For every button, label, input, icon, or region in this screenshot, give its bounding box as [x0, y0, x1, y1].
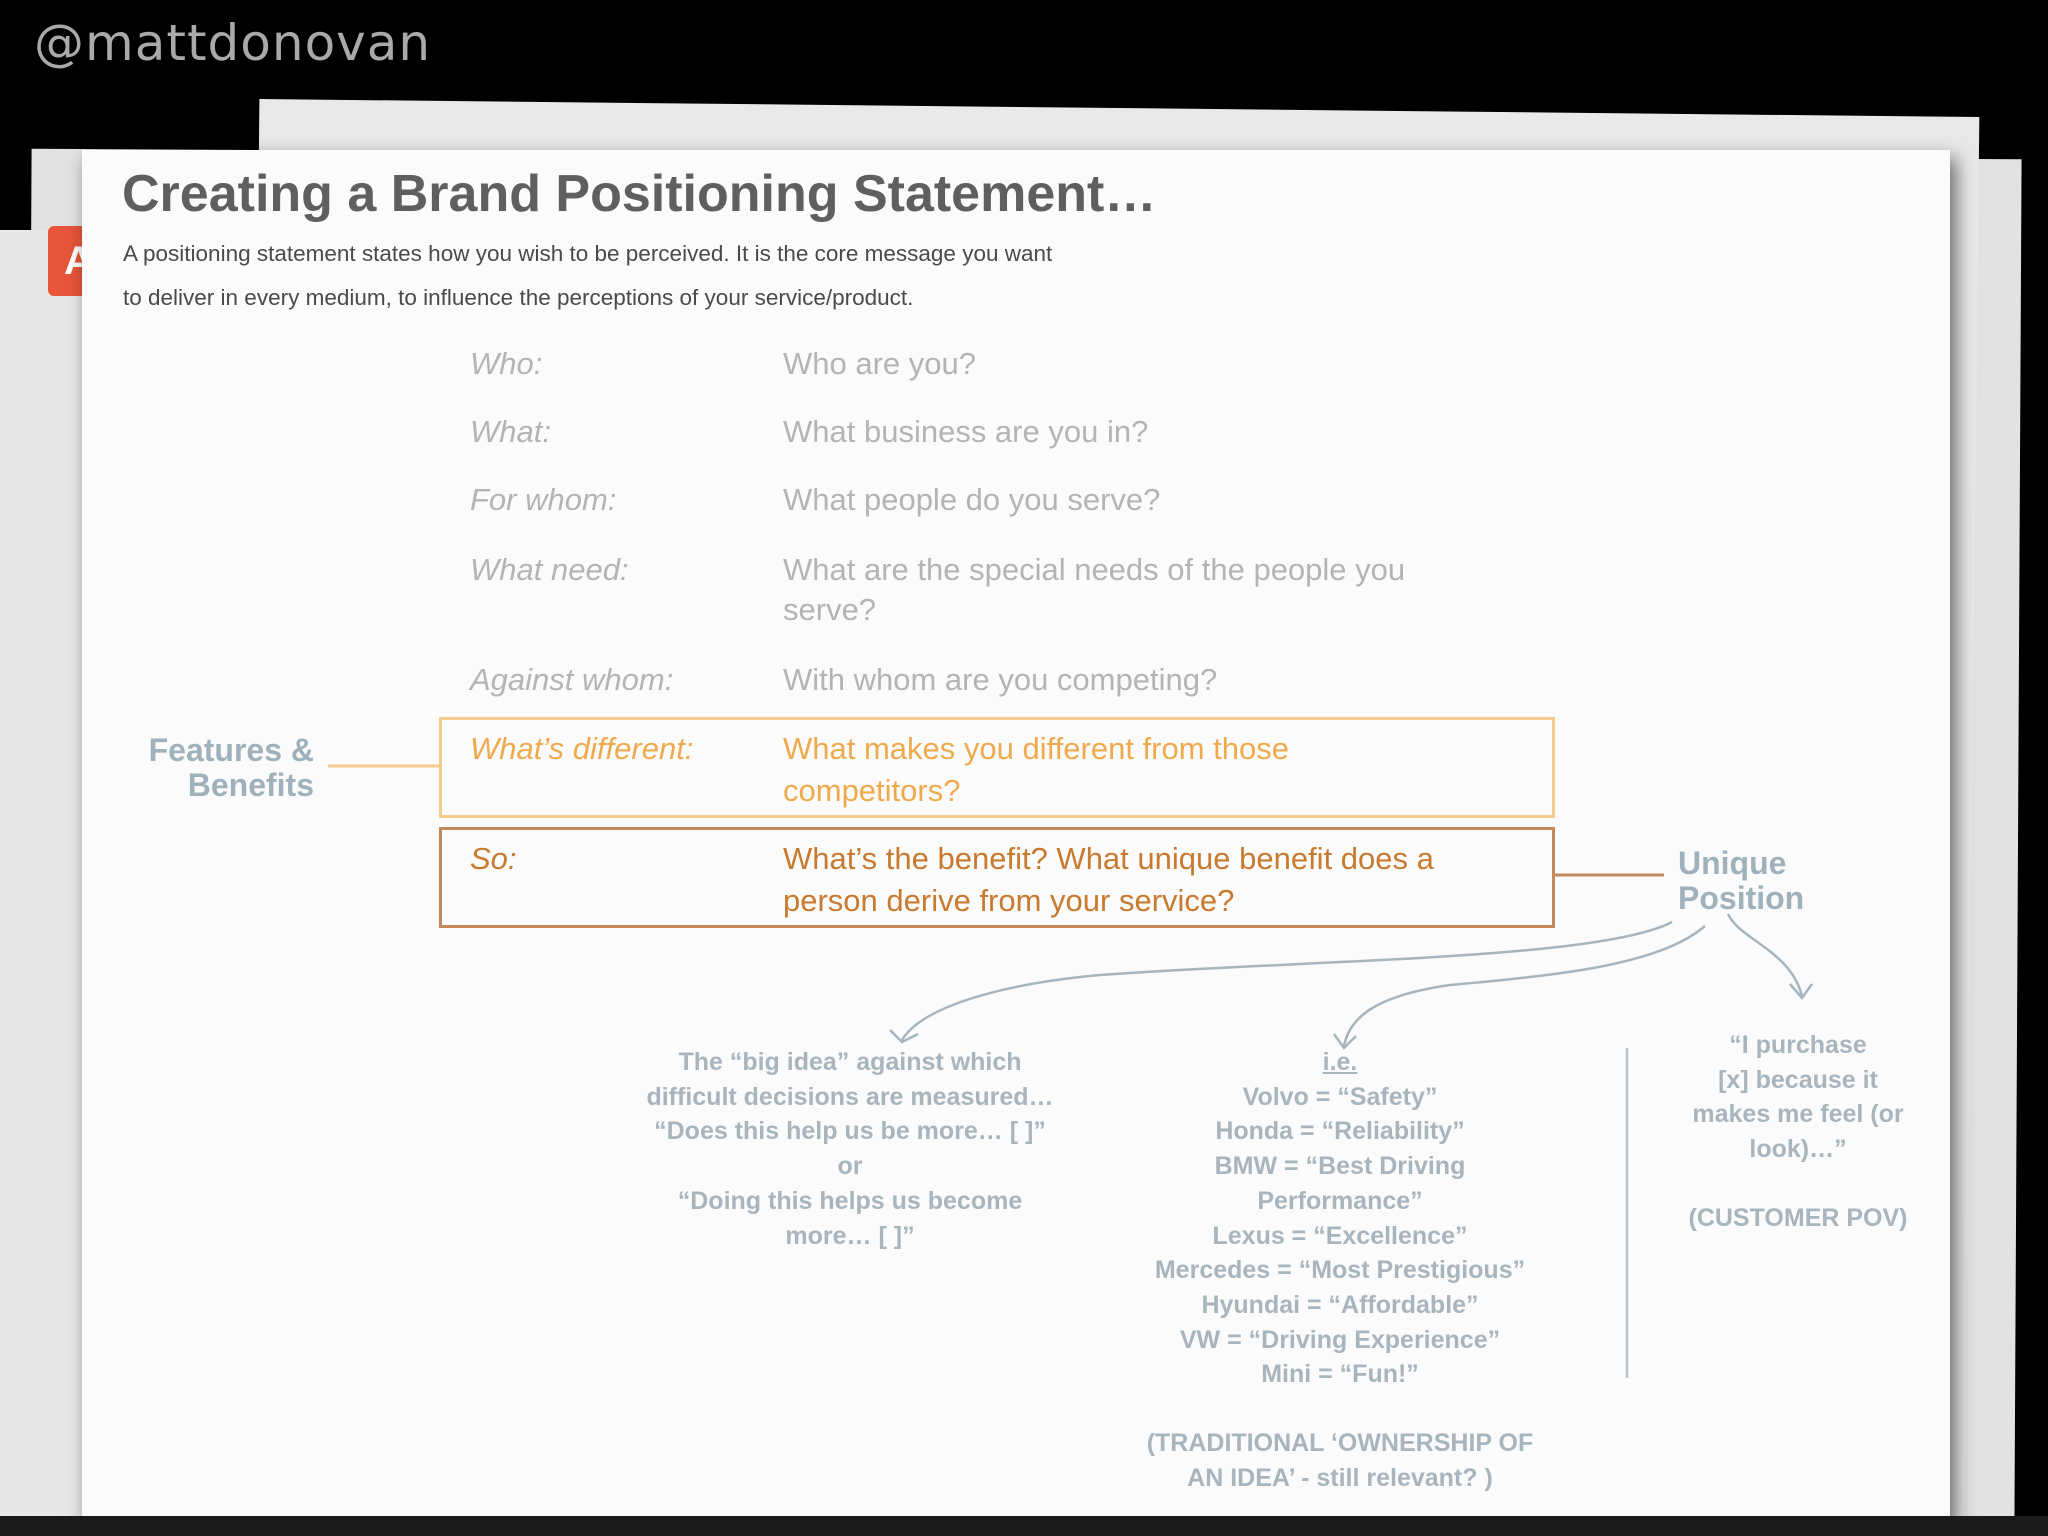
example-line: Hyundai = “Affordable”: [1201, 1290, 1479, 1319]
spacer: [1130, 1392, 1550, 1426]
paper-left-edge: [0, 230, 92, 1536]
unique-label-line: Unique: [1678, 845, 1787, 881]
paper-front-sheet: [82, 150, 1950, 1526]
unique-label-line: Position: [1678, 880, 1805, 916]
row-question: What people do you serve?: [783, 482, 1161, 517]
customer-pov-note: “I purchase [x] because it makes me feel…: [1658, 1028, 1938, 1236]
subtitle-line: to deliver in every medium, to influence…: [123, 285, 914, 310]
pov-line: makes me feel (or: [1692, 1100, 1904, 1129]
pov-line: [x] because it: [1718, 1065, 1878, 1094]
row-question: What’s the benefit? What unique benefit …: [783, 841, 1434, 918]
note-line: or: [837, 1152, 863, 1181]
page-title: Creating a Brand Positioning Statement…: [122, 165, 1157, 223]
example-line: Volvo = “Safety”: [1242, 1082, 1438, 1111]
example-line: Lexus = “Excellence”: [1212, 1221, 1468, 1250]
row-question: With whom are you competing?: [783, 662, 1218, 697]
examples-heading: i.e.: [1322, 1048, 1358, 1076]
note-line: “Doing this helps us become: [677, 1186, 1023, 1215]
example-line: Honda = “Reliability”: [1215, 1117, 1465, 1146]
pov-line: look)…”: [1749, 1135, 1847, 1164]
row-label: What:: [470, 414, 551, 449]
subtitle-line: A positioning statement states how you w…: [123, 241, 1053, 266]
row-label: Against whom:: [470, 662, 674, 697]
note-line: more… [ ]”: [785, 1221, 915, 1250]
brand-examples-note: i.e. Volvo = “Safety” Honda = “Reliabili…: [1130, 1045, 1550, 1495]
arrowhead-big-idea: [889, 1029, 919, 1044]
spacer: [1658, 1167, 1938, 1201]
row-question: Who are you?: [783, 346, 976, 381]
example-line: Mercedes = “Most Prestigious”: [1154, 1256, 1526, 1285]
arrow-to-examples: [1342, 925, 1706, 1047]
row-question: What makes you different from those comp…: [783, 731, 1289, 808]
big-idea-note: The “big idea” against which difficult d…: [620, 1045, 1080, 1253]
features-benefits-label: Features & Benefits: [120, 733, 314, 803]
row-question: What business are you in?: [783, 414, 1149, 449]
example-line: BMW = “Best Driving: [1214, 1152, 1466, 1181]
pov-footer: (CUSTOMER POV): [1688, 1203, 1908, 1232]
example-line: Performance”: [1257, 1186, 1423, 1215]
arrow-to-customer-pov: [1726, 913, 1804, 997]
note-line: difficult decisions are measured…: [646, 1082, 1054, 1111]
row-label: What need:: [470, 552, 629, 587]
so-box: [439, 827, 1555, 928]
arrowhead-examples: [1332, 1033, 1357, 1050]
arrowhead-customer-pov: [1789, 983, 1814, 1001]
examples-footer-line: (TRADITIONAL ‘OWNERSHIP OF: [1146, 1429, 1534, 1458]
row-label: Who:: [470, 346, 543, 381]
bottom-strip: [0, 1516, 2048, 1536]
examples-footer-line: AN IDEA’ - still relevant? ): [1187, 1463, 1493, 1492]
note-line: The “big idea” against which: [678, 1048, 1022, 1076]
subtitle: A positioning statement states how you w…: [123, 232, 1143, 320]
features-label-line: Features &: [148, 732, 314, 768]
pov-line: “I purchase: [1729, 1031, 1867, 1059]
note-line: “Does this help us be more… [ ]”: [654, 1117, 1046, 1146]
arrow-to-big-idea: [900, 920, 1673, 1041]
row-label: What’s different:: [470, 731, 694, 766]
example-line: VW = “Driving Experience”: [1179, 1325, 1501, 1354]
row-label: For whom:: [470, 482, 617, 517]
example-line: Mini = “Fun!”: [1261, 1360, 1419, 1389]
row-label: So:: [470, 841, 517, 876]
author-handle: @mattdonovan: [34, 14, 432, 72]
unique-position-label: Unique Position: [1678, 846, 1858, 916]
features-label-line: Benefits: [187, 767, 314, 803]
whats-different-box: [439, 717, 1555, 818]
row-question: What are the special needs of the people…: [783, 552, 1406, 627]
